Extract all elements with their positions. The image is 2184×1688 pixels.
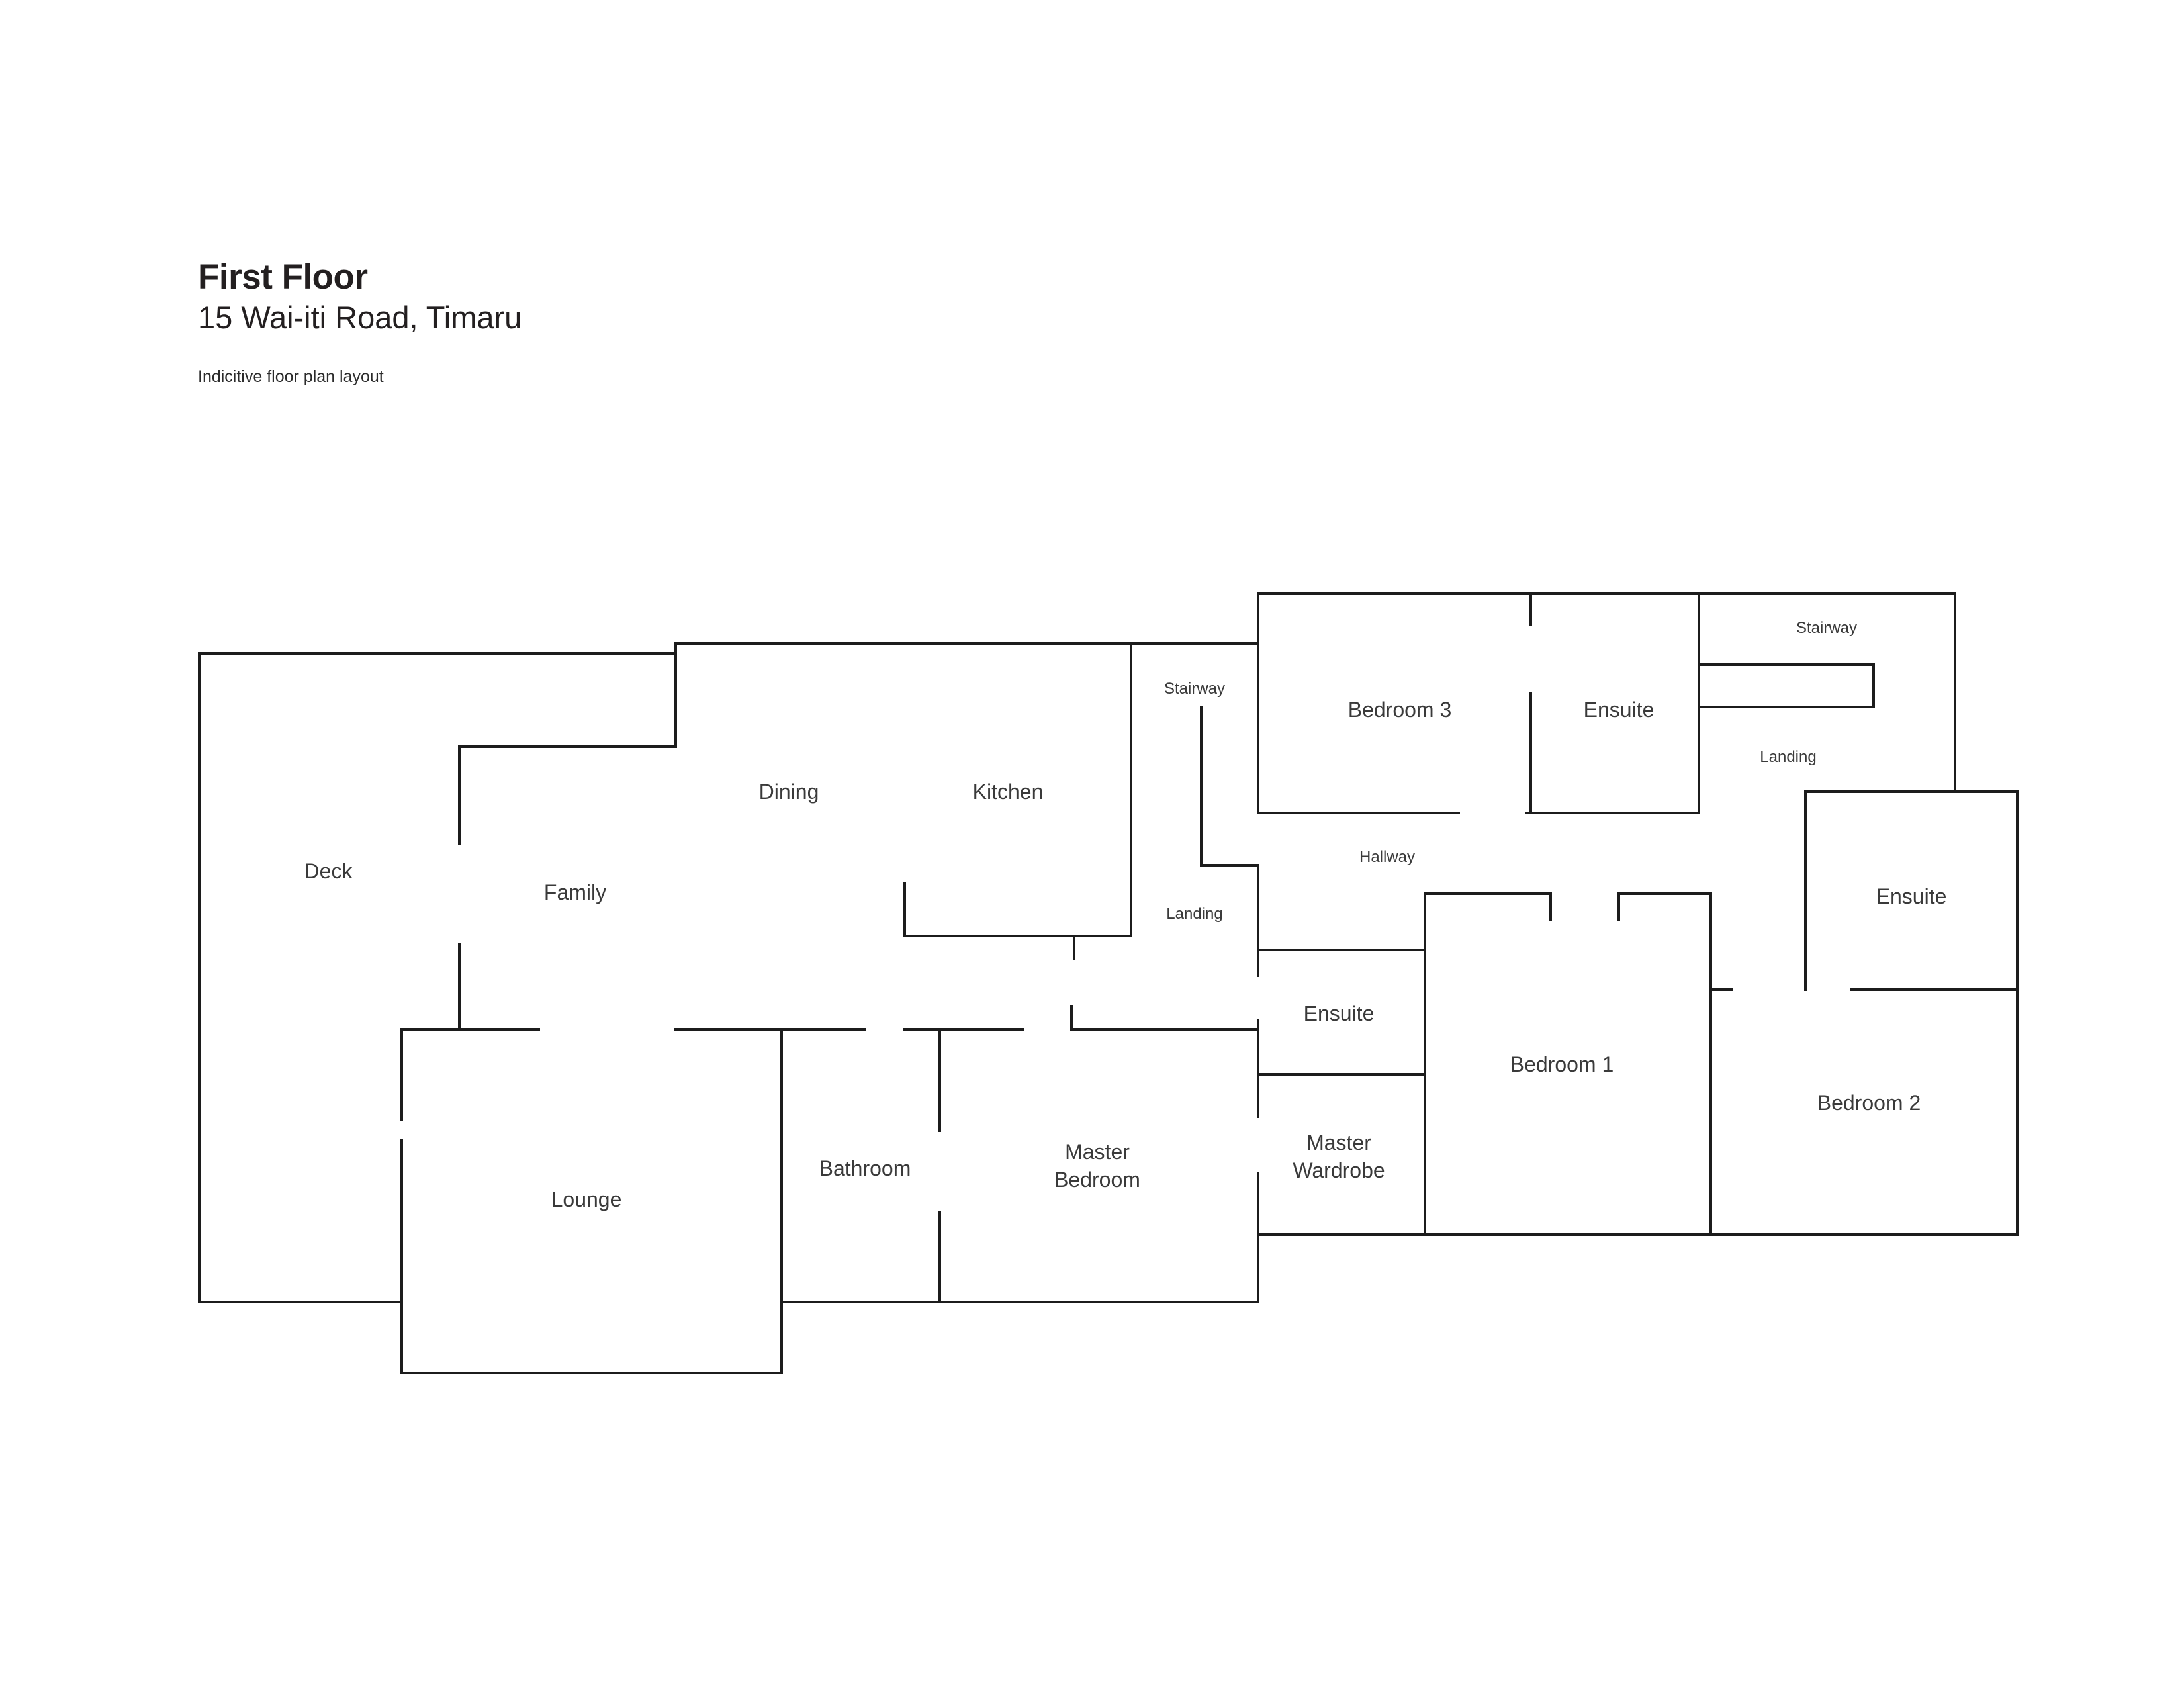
room-label-bedroom-1: Bedroom 1 — [1510, 1053, 1614, 1076]
room-label-line: Hallway — [1359, 848, 1415, 866]
room-label-ensuite-middle: Ensuite — [1304, 1002, 1375, 1025]
room-label-family: Family — [544, 880, 606, 904]
room-label-deck: Deck — [304, 859, 353, 883]
room-label-dining: Dining — [759, 780, 819, 804]
room-label-bathroom: Bathroom — [819, 1156, 911, 1180]
room-label-line: Stairway — [1164, 680, 1225, 698]
room-label-ensuite-top: Ensuite — [1584, 698, 1655, 722]
room-label-line: Landing — [1760, 748, 1816, 766]
room-label-line: Bedroom 1 — [1510, 1053, 1614, 1076]
room-label-line: Bathroom — [819, 1156, 911, 1180]
room-label-ensuite-right: Ensuite — [1876, 884, 1947, 908]
header: First Floor 15 Wai-iti Road, Timaru Indi… — [198, 258, 522, 387]
room-label-stairway-right: Stairway — [1796, 619, 1857, 637]
room-label-landing-right: Landing — [1760, 748, 1816, 766]
walls-group — [198, 592, 2019, 1374]
room-label-line: Stairway — [1796, 619, 1857, 637]
room-label-line: Ensuite — [1584, 698, 1655, 722]
room-label-bedroom-2: Bedroom 2 — [1817, 1091, 1921, 1115]
room-label-stairway-mid: Stairway — [1164, 680, 1225, 698]
room-label-line: Wardrobe — [1293, 1158, 1385, 1182]
page-note: Indicitive floor plan layout — [198, 367, 384, 386]
room-label-kitchen: Kitchen — [973, 780, 1044, 804]
room-label-line: Dining — [759, 780, 819, 804]
room-label-line: Ensuite — [1304, 1002, 1375, 1025]
room-label-line: Master — [1065, 1140, 1130, 1164]
room-label-bedroom-3: Bedroom 3 — [1348, 698, 1452, 722]
room-label-landing-mid: Landing — [1166, 905, 1222, 923]
room-label-line: Bedroom 2 — [1817, 1091, 1921, 1115]
page-subtitle: 15 Wai-iti Road, Timaru — [198, 300, 522, 336]
room-label-lounge: Lounge — [551, 1188, 622, 1211]
room-label-line: Deck — [304, 859, 353, 883]
room-label-line: Master — [1306, 1131, 1371, 1154]
room-label-line: Bedroom — [1054, 1168, 1140, 1192]
room-label-hallway: Hallway — [1359, 848, 1415, 866]
room-label-line: Ensuite — [1876, 884, 1947, 908]
room-label-line: Kitchen — [973, 780, 1044, 804]
room-label-line: Landing — [1166, 905, 1222, 923]
room-label-line: Lounge — [551, 1188, 622, 1211]
page-title: First Floor — [198, 258, 368, 297]
room-label-line: Family — [544, 880, 606, 904]
room-label-line: Bedroom 3 — [1348, 698, 1452, 722]
